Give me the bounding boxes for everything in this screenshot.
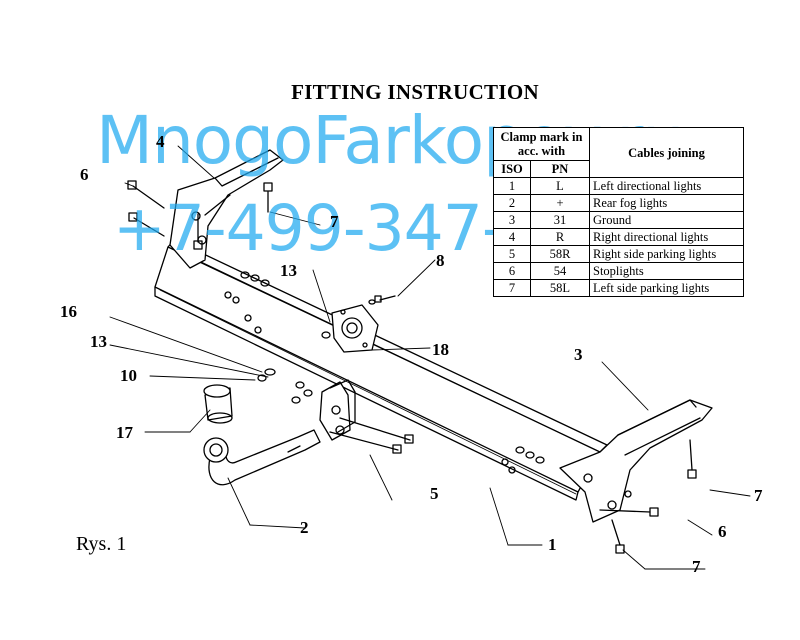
header-iso: ISO (493, 160, 531, 178)
figure-label: Rys. 1 (76, 533, 127, 555)
callout-part-10: 10 (120, 366, 137, 385)
callout-part-13-top: 13 (280, 261, 297, 280)
table-header-row: Clamp mark in acc. with Cables joining (493, 127, 744, 178)
header-cables-joining: Cables joining (589, 127, 744, 178)
callout-part-8: 8 (436, 251, 445, 270)
callout-part-2: 2 (300, 518, 309, 537)
desc-cell: Ground (589, 211, 744, 229)
desc-cell: Left side parking lights (589, 279, 744, 297)
callout-part-7-right: 7 (754, 486, 763, 505)
callout-part-7-top: 7 (330, 212, 339, 231)
table-row: 2+Rear fog lights (493, 194, 744, 212)
desc-cell: Left directional lights (589, 177, 744, 195)
callout-part-3: 3 (574, 345, 583, 364)
pn-cell: L (530, 177, 590, 195)
callout-part-6-right: 6 (718, 522, 727, 541)
desc-cell: Stoplights (589, 262, 744, 280)
pn-cell: 54 (530, 262, 590, 280)
ball-cap-part-17 (203, 384, 233, 424)
iso-cell: 1 (493, 177, 531, 195)
right-bracket-part-3 (559, 399, 713, 523)
pn-cell: + (530, 194, 590, 212)
callout-part-17: 17 (116, 423, 133, 442)
pn-cell: 58L (530, 279, 590, 297)
desc-cell: Rear fog lights (589, 194, 744, 212)
pn-cell: R (530, 228, 590, 246)
pn-cell: 58R (530, 245, 590, 263)
header-pn: PN (530, 160, 590, 178)
callout-part-5: 5 (430, 484, 439, 503)
iso-cell: 4 (493, 228, 531, 246)
callout-part-4: 4 (156, 132, 165, 151)
desc-cell: Right side parking lights (589, 245, 744, 263)
callout-part-1: 1 (548, 535, 557, 554)
cables-joining-table: Clamp mark in acc. with Cables joining I… (493, 127, 744, 297)
callout-part-16: 16 (60, 302, 77, 321)
iso-cell: 2 (493, 194, 531, 212)
left-bracket-part-4 (169, 149, 284, 269)
iso-cell: 7 (493, 279, 531, 297)
iso-cell: 6 (493, 262, 531, 280)
callout-part-18: 18 (432, 340, 449, 359)
iso-cell: 5 (493, 245, 531, 263)
leader-lines (109, 145, 751, 570)
header-clamp-mark: Clamp mark in acc. with (493, 127, 590, 161)
socket-bracket-part-18 (331, 304, 379, 353)
fasteners (127, 180, 697, 554)
pn-cell: 31 (530, 211, 590, 229)
ball-mount-plates (319, 379, 356, 441)
iso-cell: 3 (493, 211, 531, 229)
ball-neck-part-2 (203, 429, 321, 486)
callout-part-6-left: 6 (80, 165, 89, 184)
page-title: FITTING INSTRUCTION (291, 80, 539, 104)
desc-cell: Right directional lights (589, 228, 744, 246)
callout-part-7-bottom: 7 (692, 557, 701, 576)
callout-part-13-left: 13 (90, 332, 107, 351)
